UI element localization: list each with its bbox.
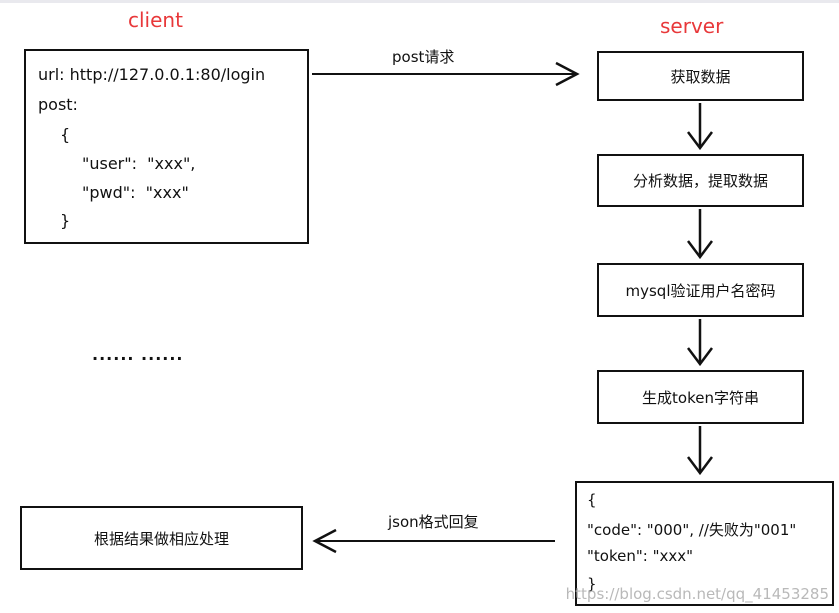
ellipsis-text: ...... ...... (92, 345, 184, 364)
post-request-label: post请求 (392, 48, 455, 66)
json-reply-label: json格式回复 (388, 513, 479, 531)
result-handling-label: 根据结果做相应处理 (93, 529, 229, 548)
request-line-close-brace: } (60, 211, 71, 230)
arrow-json-reply-head (312, 528, 337, 554)
step-mysql-verify-label: mysql验证用户名密码 (625, 281, 776, 300)
request-line-pwd: "pwd": "xxx" (82, 183, 189, 202)
arrow-step-4-head (687, 456, 713, 476)
watermark-text: https://blog.csdn.net/qq_41453285 (565, 585, 829, 603)
step-parse-data: 分析数据，提取数据 (597, 154, 804, 207)
step-generate-token: 生成token字符串 (597, 370, 804, 424)
step-get-data-label: 获取数据 (670, 67, 731, 86)
step-generate-token-label: 生成token字符串 (642, 388, 759, 407)
server-response-box: { "code": "000", //失败为"001" "token": "xx… (575, 481, 834, 606)
step-get-data: 获取数据 (597, 51, 804, 101)
request-line-method: post: (38, 95, 78, 114)
server-label: server (660, 14, 724, 38)
arrow-step-3-head (687, 347, 713, 367)
response-line-open-brace: { (587, 491, 597, 509)
step-parse-data-label: 分析数据，提取数据 (632, 172, 768, 190)
response-line-token: "token": "xxx" (587, 547, 693, 565)
result-handling-box: 根据结果做相应处理 (20, 506, 303, 570)
request-line-user: "user": "xxx", (82, 154, 196, 173)
arrow-step-1-head (687, 131, 713, 151)
response-line-close-brace: } (587, 575, 597, 593)
response-line-code: "code": "000", //失败为"001" (587, 521, 797, 539)
client-request-box: url: http://127.0.0.1:80/login post: { "… (24, 49, 309, 244)
request-line-url: url: http://127.0.0.1:80/login (38, 65, 266, 84)
step-mysql-verify: mysql验证用户名密码 (597, 263, 804, 317)
arrow-post-request-head (555, 61, 580, 87)
top-border (0, 0, 839, 3)
request-line-open-brace: { (60, 125, 71, 144)
arrow-step-2-head (687, 240, 713, 260)
client-label: client (128, 8, 183, 32)
